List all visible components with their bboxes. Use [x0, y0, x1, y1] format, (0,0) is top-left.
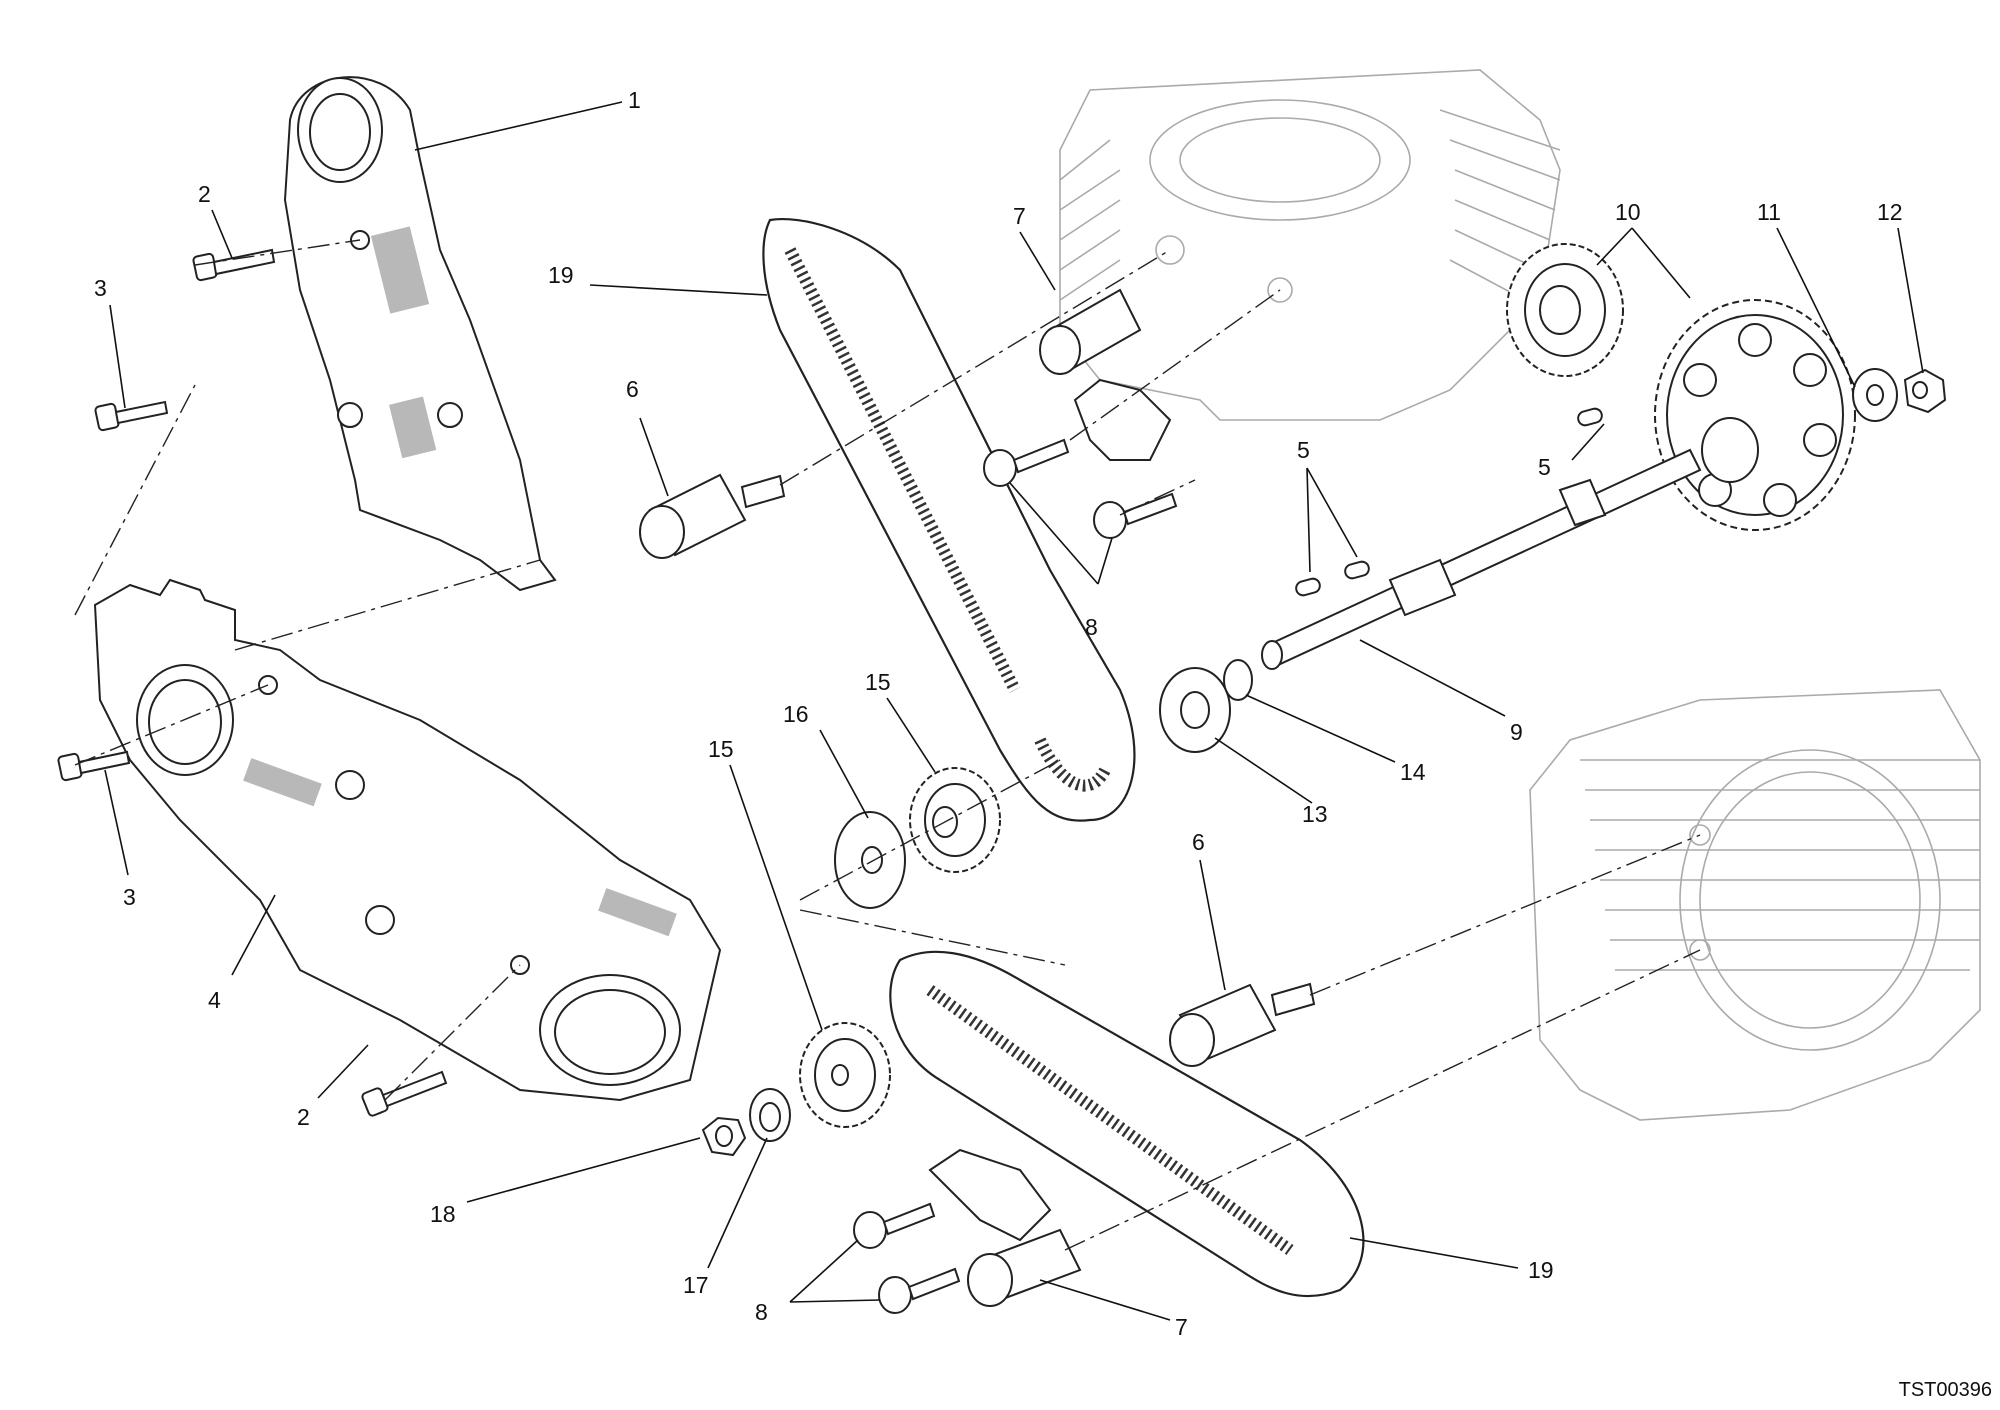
- spacer-6-lower: [1169, 982, 1316, 1067]
- callout-7-lower: 7: [1175, 1314, 1188, 1340]
- lower-belt-cover: [93, 578, 722, 1102]
- cylinder-head-lower-ghost: [1529, 689, 1981, 1121]
- callout-15-upper: 15: [865, 669, 891, 695]
- assembly-lines: [74, 239, 1701, 1251]
- callout-15-lower: 15: [708, 736, 734, 762]
- timing-belt-lower: [889, 950, 1365, 1298]
- callout-8-lower: 8: [755, 1299, 768, 1325]
- washer-13: [1159, 667, 1231, 753]
- callout-2-upper: 2: [198, 181, 211, 207]
- tensioner-7-lower: [928, 1148, 1082, 1307]
- callout-12: 12: [1877, 199, 1903, 225]
- cylinder-upper-ghost: [1059, 69, 1561, 421]
- callout-16: 16: [783, 701, 809, 727]
- tensioner-7-upper: [1039, 288, 1172, 461]
- screw-8-c: [853, 1202, 936, 1249]
- nut-12: [1903, 368, 1947, 414]
- spacer-6-upper: [639, 473, 786, 559]
- callout-19-upper: 19: [548, 262, 574, 288]
- upper-belt-cover: [283, 76, 557, 592]
- leader-lines: [104, 101, 1924, 1321]
- pulley-15-lower: [799, 1022, 891, 1128]
- key-5-b: [1295, 560, 1370, 597]
- drawing-reference-code: TST00396: [1898, 1379, 1992, 1401]
- washer-17: [749, 1088, 791, 1142]
- callout-10: 10: [1615, 199, 1641, 225]
- screw-8-a: [983, 438, 1070, 487]
- gear-10-large: [1654, 299, 1856, 531]
- callout-2-lower: 2: [297, 1104, 310, 1130]
- callout-8-upper: 8: [1085, 614, 1098, 640]
- screw-8-d: [878, 1267, 961, 1314]
- nut-18: [701, 1116, 747, 1157]
- callout-4: 4: [208, 987, 221, 1013]
- callout-17: 17: [683, 1272, 709, 1298]
- callout-3-lower: 3: [123, 884, 136, 910]
- callout-labels: 1 2 3 3 4 2 19 6 7 8 10 11 12 5 5 9 14 1…: [94, 87, 1903, 1340]
- bolt-2-lower: [361, 1070, 448, 1117]
- callout-5-a: 5: [1297, 437, 1310, 463]
- callout-5-b: 5: [1538, 454, 1551, 480]
- washer-16: [834, 811, 906, 909]
- washer-11: [1852, 368, 1898, 422]
- callout-18: 18: [430, 1201, 456, 1227]
- callout-6-lower: 6: [1192, 829, 1205, 855]
- pulley-15-upper: [909, 767, 1001, 873]
- bolt-2-upper: [192, 248, 276, 282]
- callout-9: 9: [1510, 719, 1523, 745]
- callout-19-lower: 19: [1528, 1257, 1554, 1283]
- callout-11: 11: [1757, 199, 1781, 225]
- camshaft-9: [1261, 448, 1702, 670]
- callout-3-upper: 3: [94, 275, 107, 301]
- bolt-3-upper: [94, 400, 169, 432]
- callout-7-upper: 7: [1013, 203, 1026, 229]
- key-5-a: [1577, 407, 1603, 427]
- gear-10-small: [1506, 243, 1624, 377]
- callout-1: 1: [628, 87, 641, 113]
- callout-6-upper: 6: [626, 376, 639, 402]
- circlip-14: [1223, 659, 1253, 701]
- callout-13: 13: [1302, 801, 1328, 827]
- screw-8-b: [1093, 492, 1178, 539]
- bolt-3-lower: [57, 750, 131, 782]
- callout-14: 14: [1400, 759, 1426, 785]
- timing-belt-upper: [762, 218, 1136, 822]
